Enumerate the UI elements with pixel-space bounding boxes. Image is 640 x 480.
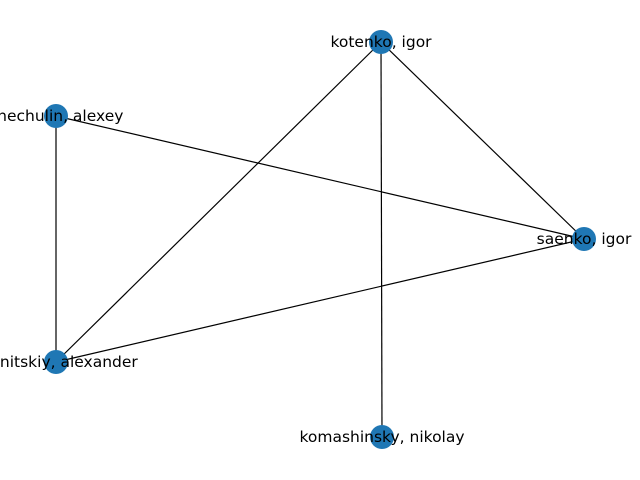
edges-layer [55, 41, 585, 438]
node-marker [370, 425, 394, 449]
node-label: saenko, igor [537, 230, 632, 248]
edge-saenko-branitskiy [55, 238, 585, 363]
node-marker [44, 104, 68, 128]
node-chechulin[interactable]: chechulin, alexey [0, 104, 123, 128]
node-komashinsky[interactable]: komashinsky, nikolay [299, 425, 465, 449]
node-marker [369, 30, 393, 54]
node-marker [44, 350, 68, 374]
node-branitskiy[interactable]: branitskiy, alexander [0, 350, 138, 374]
edge-kotenko-komashinsky [380, 41, 383, 438]
node-label: chechulin, alexey [0, 107, 123, 125]
edge-kotenko-branitskiy [55, 41, 382, 363]
node-label: kotenko, igor [330, 33, 432, 51]
node-label: branitskiy, alexander [0, 353, 138, 371]
edge-kotenko-saenko [380, 41, 585, 240]
nodes-layer: kotenko, igor chechulin, alexey saenko, … [0, 30, 632, 449]
node-marker [572, 227, 596, 251]
edge-chechulin-saenko [55, 115, 585, 240]
node-label: komashinsky, nikolay [299, 428, 464, 446]
node-kotenko[interactable]: kotenko, igor [330, 30, 432, 54]
node-saenko[interactable]: saenko, igor [537, 227, 632, 251]
